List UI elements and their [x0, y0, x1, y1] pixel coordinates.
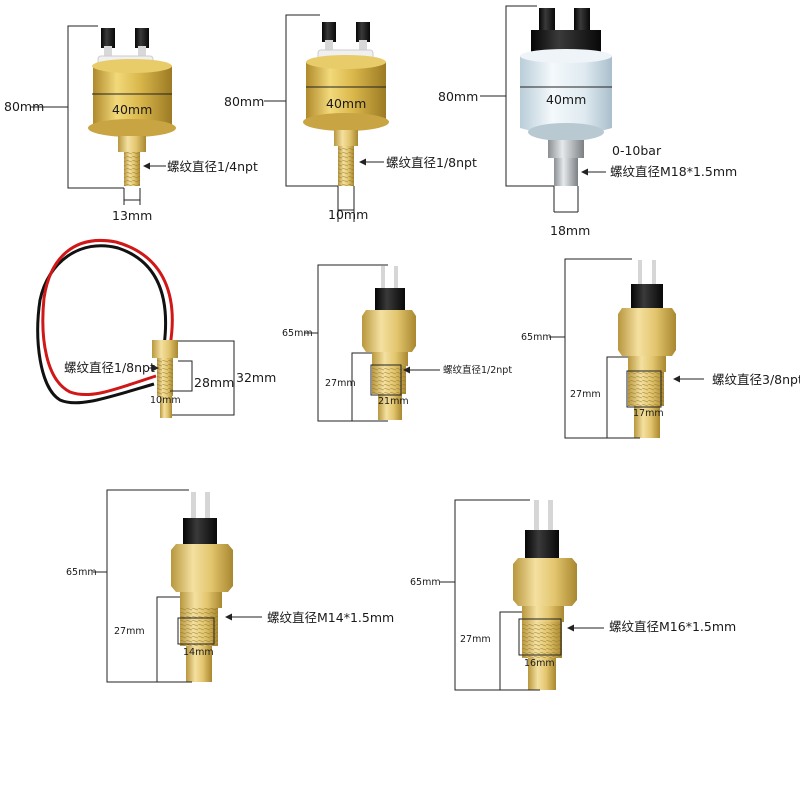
sensor-8-thread-length-label: 27mm — [460, 634, 491, 645]
sensor-7-base-label: 14mm — [183, 647, 214, 658]
sensor-7-image — [171, 492, 233, 682]
sensor-1-image — [88, 28, 176, 186]
sensor-5-total-label: 65mm — [282, 328, 313, 339]
sensor-1-diameter-label: 40mm — [112, 102, 152, 117]
sensor-5-thread-length-label: 27mm — [325, 378, 356, 389]
sensor-2-height-label: 80mm — [224, 94, 264, 109]
sensor-3-base-label: 18mm — [550, 223, 590, 238]
sensor-6: 65mm 27mm 螺纹直径3/8npt 17mm — [521, 258, 800, 439]
sensor-1: 80mm 40mm 螺纹直径1/4npt 13mm — [4, 25, 258, 223]
sensor-6-total-label: 65mm — [521, 332, 552, 343]
sensor-7-thread-label: 螺纹直径M14*1.5mm — [267, 610, 394, 625]
sensor-6-image — [618, 260, 676, 438]
sensor-8-image — [513, 500, 577, 690]
sensor-5-image — [362, 266, 416, 420]
sensor-5: 65mm 27mm 螺纹直径1/2npt 21mm — [282, 264, 512, 422]
sensor-8-thread-label: 螺纹直径M16*1.5mm — [609, 619, 736, 634]
sensor-3-thread-label: 螺纹直径M18*1.5mm — [610, 164, 737, 179]
sensor-1-base-label: 13mm — [112, 208, 152, 223]
sensor-6-thread-length-label: 27mm — [570, 389, 601, 400]
sensor-7-total-label: 65mm — [66, 567, 97, 578]
sensor-3-diameter-label: 40mm — [546, 92, 586, 107]
sensor-4-total-label: 32mm — [236, 370, 276, 385]
sensor-4-thread-label: 螺纹直径1/8npt — [64, 360, 155, 375]
sensor-4-thread-length-label: 28mm — [194, 375, 234, 390]
sensor-1-thread-label: 螺纹直径1/4npt — [167, 159, 258, 174]
sensor-2: 80mm 40mm 螺纹直径1/8npt 10mm — [224, 14, 477, 222]
sensor-8-total-label: 65mm — [410, 577, 441, 588]
sensor-2-diameter-label: 40mm — [326, 96, 366, 111]
sensor-5-thread-label: 螺纹直径1/2npt — [443, 364, 512, 376]
sensor-2-thread-label: 螺纹直径1/8npt — [386, 155, 477, 170]
sensor-1-height-label: 80mm — [4, 99, 44, 114]
sensor-6-thread-label: 螺纹直径3/8npt — [712, 372, 800, 387]
sensor-4-base-label: 10mm — [150, 395, 181, 406]
sensor-3: 80mm 40mm 0-10bar 螺纹直径M18*1.5mm 18mm — [438, 5, 737, 238]
sensor-7: 65mm 27mm 螺纹直径M14*1.5mm 14mm — [66, 489, 394, 683]
sensor-2-image — [303, 22, 389, 186]
sensor-5-base-label: 21mm — [378, 396, 409, 407]
sensor-3-range-label: 0-10bar — [612, 143, 662, 158]
sensor-4-image — [36, 239, 178, 418]
sensor-3-height-label: 80mm — [438, 89, 478, 104]
sensor-6-base-label: 17mm — [633, 408, 664, 419]
sensor-2-base-label: 10mm — [328, 207, 368, 222]
sensor-8: 65mm 27mm 螺纹直径M16*1.5mm 16mm — [410, 499, 736, 691]
sensor-7-thread-length-label: 27mm — [114, 626, 145, 637]
sensor-8-base-label: 16mm — [524, 658, 555, 669]
sensor-4: 螺纹直径1/8npt 10mm 28mm 32mm — [36, 239, 276, 418]
sensor-3-image — [520, 8, 612, 186]
